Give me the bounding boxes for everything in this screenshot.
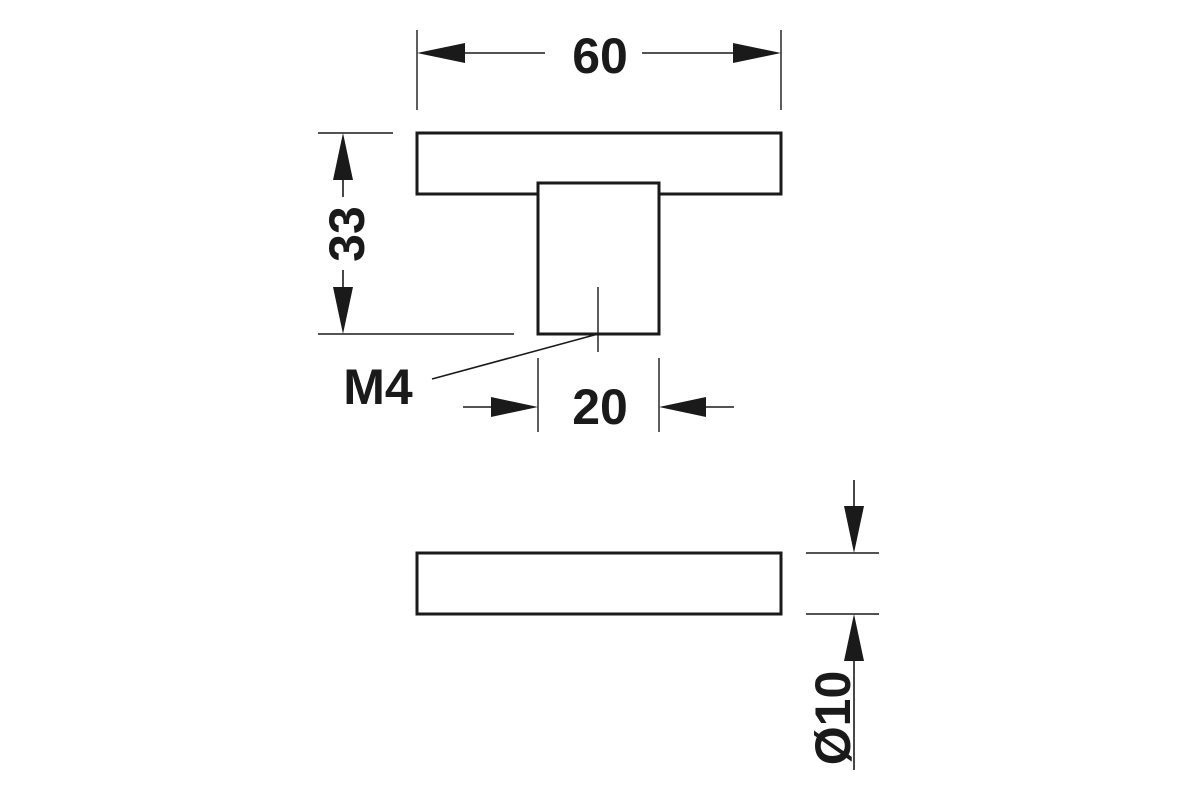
thread-callout: M4 <box>343 333 599 415</box>
arrow-left-icon <box>659 397 706 417</box>
arrow-down-icon <box>333 287 353 334</box>
dimension-width-20: 20 <box>463 358 734 435</box>
arrow-left-icon <box>417 43 465 63</box>
dimension-label-20: 20 <box>572 379 628 435</box>
arrow-up-icon <box>333 133 353 180</box>
dimension-height-33: 33 <box>318 132 514 335</box>
dimension-label-33: 33 <box>319 206 375 262</box>
leader-line <box>431 333 599 380</box>
arrow-up-icon <box>844 614 864 661</box>
front-view <box>415 131 783 352</box>
dimension-diameter-10: Ø10 <box>805 480 879 770</box>
arrow-down-icon <box>844 506 864 553</box>
arrow-right-icon <box>491 397 538 417</box>
dimension-label-diameter: Ø10 <box>805 671 861 766</box>
top-view <box>415 551 783 616</box>
dimension-width-60: 60 <box>416 28 782 110</box>
dimension-label-60: 60 <box>572 28 628 84</box>
knob-top-view-bar <box>415 551 783 616</box>
arrow-right-icon <box>733 43 781 63</box>
thread-label-m4: M4 <box>343 359 413 415</box>
